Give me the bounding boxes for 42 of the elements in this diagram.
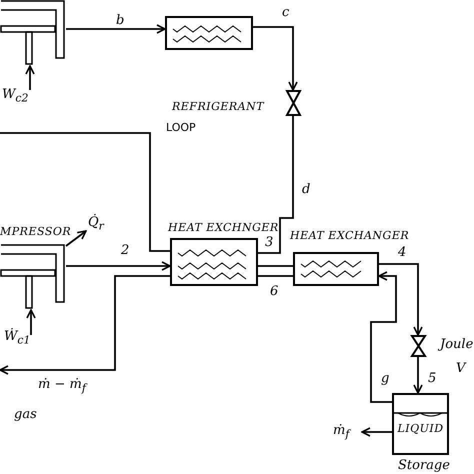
pipe-line	[413, 357, 423, 394]
caption-text: Storage	[398, 459, 450, 472]
edge-label: 3	[265, 236, 274, 249]
edge-label: 4	[398, 246, 406, 259]
valve-symbol	[286, 90, 301, 116]
compressor-drawing	[0, 0, 66, 66]
caption-text: V	[456, 362, 466, 375]
flow-arrow	[361, 427, 392, 437]
tank-label: LIQUID	[396, 423, 445, 434]
edge-label: 2	[121, 244, 130, 257]
flow-arrow	[0, 275, 170, 375]
edge-label: ṁ − ṁ$_{f}$	[38, 378, 86, 394]
component-label: HEAT EXCHANGER	[290, 230, 410, 241]
edge-label: 5	[428, 372, 436, 385]
pipe-line	[66, 24, 166, 34]
caption-text: Joule	[440, 338, 474, 351]
edge-label: d	[302, 183, 310, 196]
flow-arrow	[26, 309, 36, 335]
pipe-line	[379, 263, 423, 336]
edge-label: ṁ$_{f}$	[333, 424, 350, 440]
component-label: MPRESSOR	[0, 226, 72, 237]
pipe-line	[253, 26, 298, 91]
edge-label: W$_{c2}$	[2, 88, 28, 104]
pipe-line	[258, 275, 293, 277]
pipe-line	[258, 265, 293, 267]
flow-arrow	[25, 65, 35, 90]
pipe-line	[66, 261, 171, 271]
loop-label: REFRIGERANT	[172, 101, 264, 112]
edge-label: g	[381, 372, 390, 385]
edge-label: c	[282, 6, 290, 19]
pipe-line	[370, 271, 397, 403]
edge-label: b	[116, 14, 124, 27]
loop-label: LOOP	[166, 121, 196, 134]
edge-label: 6	[270, 285, 278, 298]
pipe-line	[258, 116, 294, 254]
note-text: gas	[14, 408, 37, 421]
edge-label: Q̇$_{r}$	[88, 216, 104, 232]
flow-arrow	[65, 230, 87, 247]
heat-exchanger-drawing	[165, 16, 253, 50]
valve-symbol	[411, 335, 426, 357]
component-label: HEAT EXCHNGER	[168, 222, 279, 233]
edge-label: Ẇ$_{c1}$	[4, 330, 30, 346]
